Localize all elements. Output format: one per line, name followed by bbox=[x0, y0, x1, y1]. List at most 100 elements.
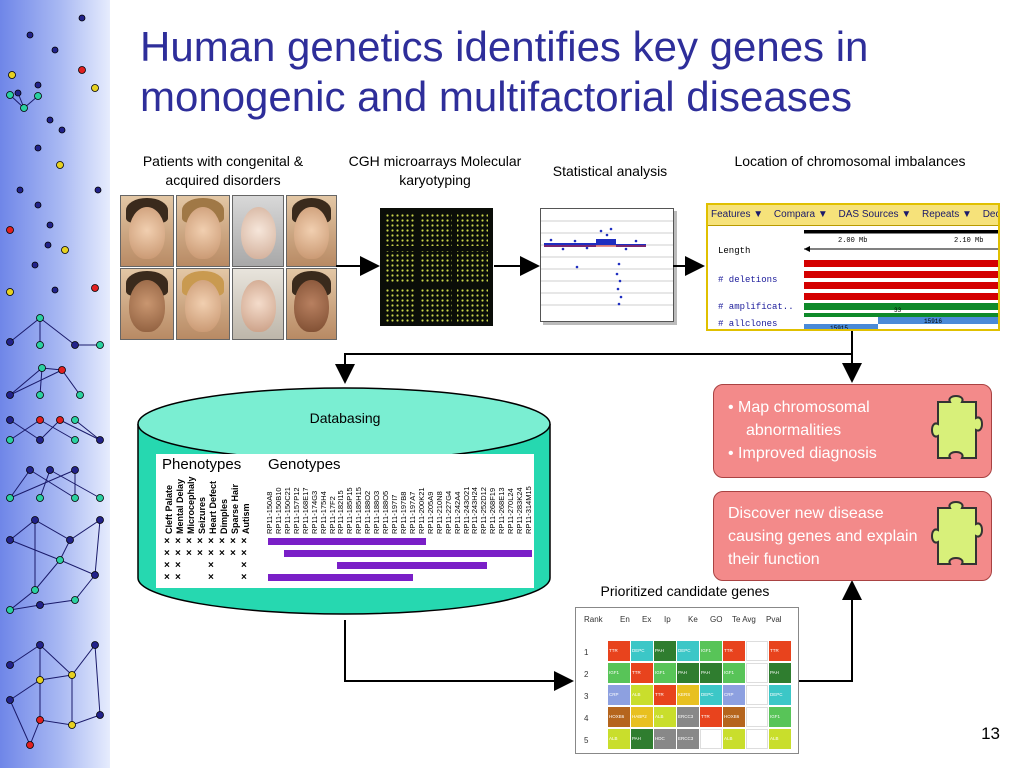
phenotype-label: Seizures bbox=[197, 496, 207, 534]
gene-cell: PAH bbox=[631, 729, 653, 749]
genotype-label: RP11-188O3 bbox=[372, 490, 382, 534]
phenotype-label: Dimples bbox=[219, 498, 229, 534]
genotype-label: RP11-283K24 bbox=[515, 487, 525, 534]
rank-label: 5 bbox=[584, 736, 589, 745]
phenotype-x-mark: × bbox=[175, 560, 181, 571]
patient-photos bbox=[120, 195, 337, 340]
menu-compara[interactable]: Compara ▼ bbox=[773, 209, 828, 220]
gene-cell: IGF1 bbox=[608, 663, 630, 683]
amp-count: 33 bbox=[894, 307, 902, 314]
prioritized-caption: Prioritized candidate genes bbox=[600, 583, 770, 599]
genotype-label: RP11-200K21 bbox=[416, 487, 426, 534]
gene-cell bbox=[746, 707, 768, 727]
phenotype-marks: ×××××××××××××××××××××××× bbox=[156, 536, 266, 586]
gene-cell: TTR bbox=[723, 641, 745, 661]
patient-photo bbox=[176, 195, 230, 267]
gene-cell: ALB bbox=[723, 729, 745, 749]
gene-cell: PAH bbox=[700, 663, 722, 683]
gene-cell: TTR bbox=[654, 685, 676, 705]
gene-cell: ALB bbox=[631, 685, 653, 705]
genotype-label: RP11-175H4 bbox=[318, 491, 328, 534]
patient-photo bbox=[286, 268, 337, 340]
location-caption: Location of chromosomal imbalances bbox=[734, 153, 966, 169]
gene-cell: IGF1 bbox=[700, 641, 722, 661]
gene-cell: TTR bbox=[608, 641, 630, 661]
phenotype-x-mark: × bbox=[241, 572, 247, 583]
chromosome-viewer: Features ▼ Compara ▼ DAS Sources ▼ Repea… bbox=[706, 203, 1000, 331]
phenotype-label: Autism bbox=[241, 503, 251, 534]
patient-photo bbox=[232, 195, 284, 267]
decorative-network-strip bbox=[0, 0, 110, 768]
phenotype-x-mark: × bbox=[208, 536, 214, 547]
map-line-1: • Map chromosomal bbox=[728, 399, 870, 416]
gene-cell: DEPC bbox=[769, 685, 791, 705]
genotype-label: RP11-205A9 bbox=[425, 491, 435, 534]
phenotype-x-mark: × bbox=[219, 548, 225, 559]
phenotype-x-mark: × bbox=[164, 536, 170, 547]
databasing-label: Databasing bbox=[309, 410, 381, 426]
rank-label: 2 bbox=[584, 670, 589, 679]
gene-cell: IGF1 bbox=[769, 707, 791, 727]
gene-cell: DEPC bbox=[700, 685, 722, 705]
discovery-box: Discover new disease causing genes and e… bbox=[713, 491, 992, 581]
phenotype-x-mark: × bbox=[241, 560, 247, 571]
clone-id-2: 15915 bbox=[830, 325, 848, 331]
gene-cell: DEPC bbox=[677, 641, 699, 661]
genotype-label: RP11-185H15 bbox=[354, 487, 364, 534]
gene-cell: TTR bbox=[631, 663, 653, 683]
statistical-plot bbox=[540, 208, 674, 322]
menu-decorations[interactable]: Decoratio bbox=[982, 209, 1000, 220]
clone-id-1: 15916 bbox=[924, 318, 942, 325]
table-header: GO bbox=[710, 615, 723, 624]
gene-cell bbox=[700, 729, 722, 749]
phenotype-x-mark: × bbox=[230, 548, 236, 559]
gene-cell: ALB bbox=[769, 729, 791, 749]
gene-cell: IGF1 bbox=[654, 663, 676, 683]
genotype-label: RP11-314M15 bbox=[524, 486, 534, 534]
menu-das-sources[interactable]: DAS Sources ▼ bbox=[838, 209, 912, 220]
gene-cell: PAH bbox=[769, 663, 791, 683]
table-header: En bbox=[620, 615, 630, 624]
network-graphs-icon bbox=[6, 14, 104, 749]
table-header: Ex bbox=[642, 615, 652, 624]
map-line-3: • Improved diagnosis bbox=[728, 445, 877, 462]
phenotype-label: Mental Delay bbox=[175, 478, 185, 534]
viewer-menu-bar: Features ▼ Compara ▼ DAS Sources ▼ Repea… bbox=[708, 205, 998, 226]
table-header: Ip bbox=[664, 615, 671, 624]
gene-cell: HDC bbox=[654, 729, 676, 749]
phenotype-x-mark: × bbox=[164, 572, 170, 583]
page-title: Human genetics identifies key genes in m… bbox=[140, 23, 869, 120]
genotype-label: RP11-168E17 bbox=[300, 487, 310, 534]
patient-photo bbox=[176, 268, 230, 340]
gene-cell: HOXB6 bbox=[608, 707, 630, 727]
arrow-location-to-database bbox=[335, 331, 853, 384]
phenotype-x-mark: × bbox=[208, 572, 214, 583]
patient-photo bbox=[120, 195, 174, 267]
patients-caption: Patients with congenital & acquired diso… bbox=[142, 153, 304, 188]
phenotype-x-mark: × bbox=[219, 536, 225, 547]
menu-repeats[interactable]: Repeats ▼ bbox=[922, 209, 972, 220]
phenotype-x-mark: × bbox=[241, 536, 247, 547]
genotype-label: RP11-197A7 bbox=[407, 491, 417, 534]
gene-cell: CRP bbox=[608, 685, 630, 705]
phenotype-x-mark: × bbox=[164, 548, 170, 559]
arrow-prioritization-to-discovery bbox=[798, 580, 862, 682]
menu-features[interactable]: Features ▼ bbox=[711, 209, 764, 220]
cgh-caption: CGH microarrays Molecular karyotyping bbox=[348, 153, 522, 188]
gene-cell: TTR bbox=[700, 707, 722, 727]
patient-photo bbox=[232, 268, 284, 340]
gene-cell bbox=[746, 663, 768, 683]
gene-cell bbox=[746, 641, 768, 661]
genotype-bar bbox=[268, 574, 414, 581]
phenotype-x-mark: × bbox=[241, 548, 247, 559]
rank-label: 3 bbox=[584, 692, 589, 701]
stats-caption: Statistical analysis bbox=[552, 163, 668, 179]
genotype-label: RP11-174G3 bbox=[309, 490, 319, 534]
patient-photo bbox=[120, 268, 174, 340]
row-deletions: # deletions bbox=[718, 275, 777, 285]
patient-photo bbox=[286, 195, 337, 267]
genotype-label: RP11-210N8 bbox=[434, 491, 444, 534]
gene-cell: PAH bbox=[654, 641, 676, 661]
